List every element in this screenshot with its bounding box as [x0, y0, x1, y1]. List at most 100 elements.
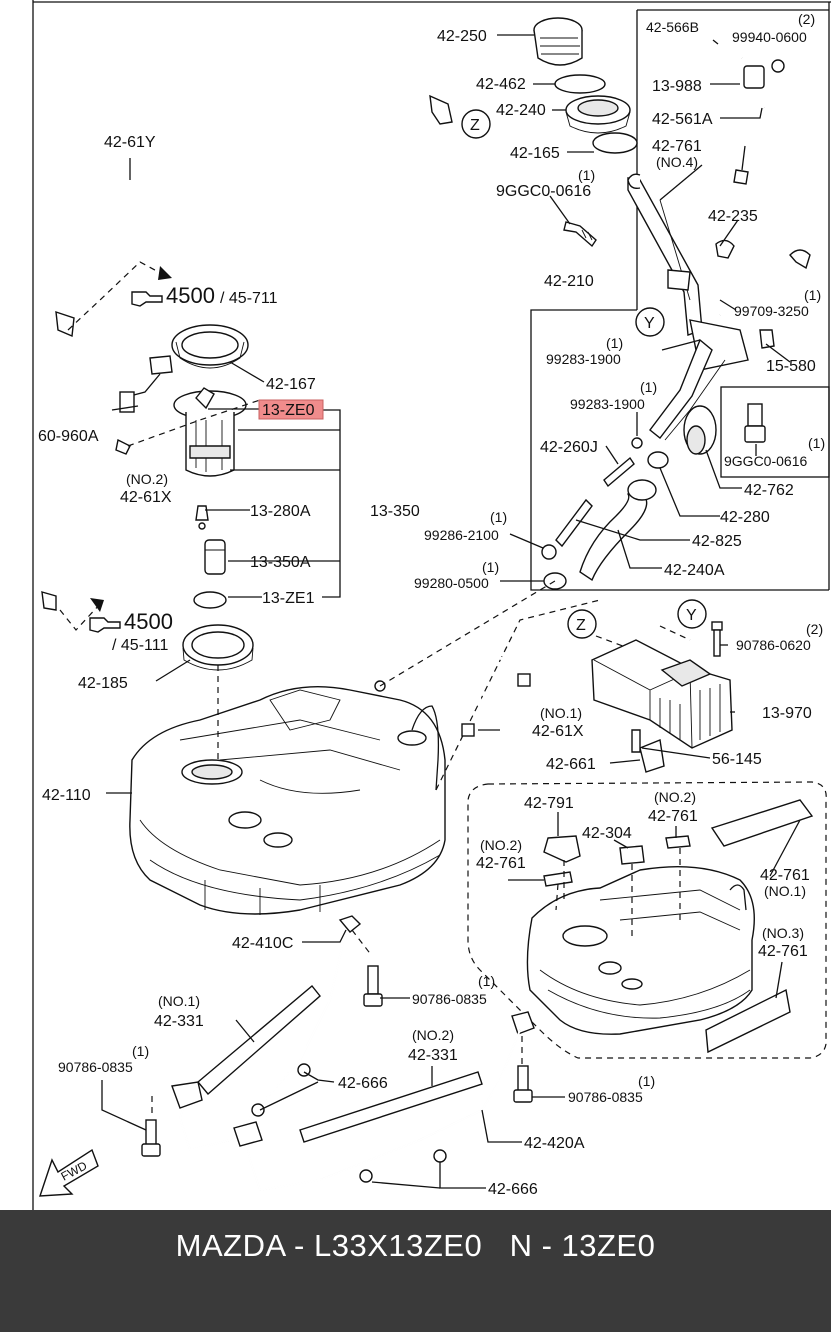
label-42-762: 42-762 [744, 482, 794, 499]
label-42-566b: 42-566B [646, 19, 699, 35]
fuel-line-42-61x-no2 [41, 438, 131, 611]
label-9ggc0-0616-b: 9GGC0-0616 [724, 453, 807, 469]
fuel-tank-parts-diagram: FWD [32, 0, 831, 1210]
label-99283-1900-a: 99283-1900 [546, 351, 621, 367]
filler-pipe [627, 173, 749, 441]
label-42-210: 42-210 [544, 273, 594, 290]
bracket [667, 269, 691, 291]
label-42-61x-no2: (NO.2) [126, 471, 168, 487]
bolt-90786-0620 [711, 621, 723, 657]
pad-42-304 [619, 845, 645, 865]
label-42-410c: 42-410C [232, 935, 293, 952]
label-42-110: 42-110 [42, 787, 91, 804]
label-99709-qty: (1) [804, 287, 821, 303]
label-99280-0500: 99280-0500 [414, 575, 489, 591]
label-90786c-qty: (1) [132, 1043, 149, 1059]
gasket-42-165 [592, 132, 638, 154]
label-42-420a: 42-420A [524, 1135, 585, 1152]
label-90786b-qty: (1) [478, 973, 495, 989]
label-99283b-qty: (1) [640, 379, 657, 395]
clamp-99283 [631, 437, 643, 449]
label-9ggcb-qty: (1) [808, 435, 825, 451]
label-42-304: 42-304 [582, 825, 632, 842]
label-42-61y: 42-61Y [104, 134, 156, 151]
label-42-260j: 42-260J [540, 439, 598, 456]
fwd-arrow-icon: FWD [39, 1148, 99, 1197]
label-42-661: 42-661 [546, 756, 596, 773]
label-42-761-no4: 42-761 [652, 138, 702, 155]
fuel-pump-unit-13-ze0 [173, 387, 247, 477]
nut-42-666-d [359, 1169, 373, 1183]
clamp-99286 [541, 544, 557, 560]
callout-y-canister [677, 599, 707, 629]
label-99280-qty: (1) [482, 559, 499, 575]
vent-line-42-61y [45, 92, 453, 338]
label-90786-0620: 90786-0620 [736, 637, 811, 653]
clamp-42-280 [647, 451, 669, 469]
callout-z-top [461, 109, 491, 139]
label-56-145: 56-145 [712, 751, 762, 768]
bolt-56-145 [631, 729, 641, 753]
label-42-331-no1-qty: (NO.1) [158, 993, 200, 1009]
label-42-761-no3: 42-761 [758, 943, 808, 960]
pad-42-791 [543, 835, 581, 863]
label-42-761-no4-sub: (NO.4) [656, 154, 698, 170]
hose-42-762 [683, 405, 717, 455]
clip-99709 [789, 249, 811, 270]
callout-z-top-text: Z [470, 117, 480, 134]
label-99709-3250: 99709-3250 [734, 303, 809, 319]
pipe-42-260j [603, 456, 635, 488]
strap-42-410c [171, 915, 362, 1152]
pad-42-761-no2-left [543, 871, 573, 887]
label-99283a-qty: (1) [606, 335, 623, 351]
label-42-761-no1: 42-761 [760, 867, 810, 884]
highlight-13-ze0 [258, 399, 324, 420]
breather-hose [711, 40, 803, 317]
label-15-580: 15-580 [766, 358, 816, 375]
label-42-825: 42-825 [692, 533, 742, 550]
filler-cap [533, 17, 583, 66]
label-60-960a: 60-960A [38, 428, 99, 445]
retaining-ring-42-167 [171, 324, 249, 369]
label-42-185: 42-185 [78, 675, 128, 692]
clamp-99280 [543, 572, 567, 590]
label-42-761-no2b-qty: (NO.2) [480, 837, 522, 853]
hose-42-240a [579, 479, 657, 582]
filler-neck-flange [565, 95, 631, 134]
bolt-9ggc0-0616 [563, 221, 597, 248]
pipe-42-825 [555, 498, 593, 548]
label-90786d-qty: (1) [638, 1073, 655, 1089]
label-99940-0600: 99940-0600 [732, 29, 807, 45]
pad-42-331-no1 [197, 985, 321, 1095]
label-42-761-no2a: 42-761 [648, 808, 698, 825]
fuel-tank-detail [526, 865, 755, 1035]
label-4500-b: 4500 [124, 609, 173, 634]
callout-z-canister [567, 609, 597, 639]
callout-y-canister-text: Y [686, 607, 697, 624]
label-90786-0835-d: 90786-0835 [568, 1089, 643, 1105]
bolt-90786-0835-c [513, 1065, 533, 1103]
label-4500-a: 4500 [166, 283, 215, 308]
fuel-tank-42-110 [129, 680, 446, 915]
label-42-235: 42-235 [708, 208, 758, 225]
label-90786a-qty: (2) [806, 621, 823, 637]
gasket-42-462 [554, 74, 606, 94]
bolt-90786-0835-b [141, 1119, 161, 1157]
canister-13-970 [591, 639, 733, 749]
callout-z-canister-text: Z [576, 617, 586, 634]
hand-pointer-icon [89, 617, 121, 633]
strap-42-420a [233, 1011, 535, 1192]
label-42-761-no2b: 42-761 [476, 855, 526, 872]
pad-42-331-no2 [299, 1071, 483, 1143]
label-42-761-no2a-qty: (NO.2) [654, 789, 696, 805]
filter-13-280a [195, 505, 209, 530]
label-13-280a: 13-280A [250, 503, 311, 520]
gauge-13-ze1 [193, 591, 227, 609]
clip-42-761-no4 [733, 169, 749, 185]
label-42-250: 42-250 [437, 28, 487, 45]
label-13-970: 13-970 [762, 705, 812, 722]
label-42-61x-a: 42-61X [120, 489, 172, 506]
label-42-61x-no1: (NO.1) [540, 705, 582, 721]
label-42-462: 42-462 [476, 76, 526, 93]
label-42-761-no1-sub: (NO.1) [764, 883, 806, 899]
